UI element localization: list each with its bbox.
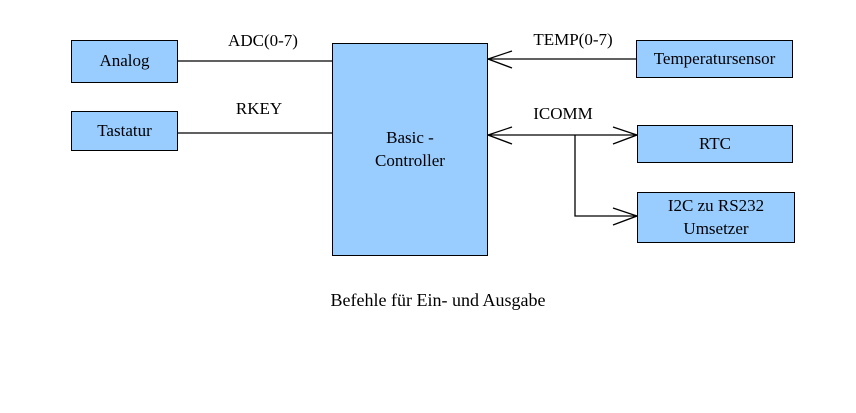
rtc-box: RTC — [637, 125, 793, 163]
rkey-signal-label: RKEY — [235, 99, 283, 118]
temp-arrowhead-left-icon — [486, 50, 513, 69]
adc-signal-label: ADC(0-7) — [228, 31, 298, 50]
i2c-rs232-converter-box: I2C zu RS232 Umsetzer — [637, 192, 795, 243]
temperatursensor-box: Temperatursensor — [636, 40, 793, 78]
temperatursensor-box-label: Temperatursensor — [653, 48, 776, 68]
icomm-signal-label: ICOMM — [533, 104, 593, 123]
controller-box-label-line2: Controller — [375, 150, 445, 170]
analog-box-label: Analog — [99, 51, 150, 71]
tastatur-box: Tastatur — [71, 111, 178, 151]
diagram-caption: Befehle für Ein- und Ausgabe — [330, 290, 546, 310]
i2c-box-label-line1: I2C zu RS232 — [667, 196, 765, 216]
i2c-box-label-line2: Umsetzer — [683, 218, 749, 238]
rtc-box-label: RTC — [698, 133, 732, 153]
icomm-arrowhead-left-icon — [486, 126, 513, 145]
basic-controller-box: Basic - Controller — [332, 43, 488, 256]
controller-box-label-line1: Basic - — [386, 128, 434, 148]
connector-icomm-branch-line — [574, 135, 637, 217]
temp-signal-label: TEMP(0-7) — [533, 30, 613, 49]
analog-box: Analog — [71, 40, 178, 83]
tastatur-box-label: Tastatur — [97, 120, 152, 140]
